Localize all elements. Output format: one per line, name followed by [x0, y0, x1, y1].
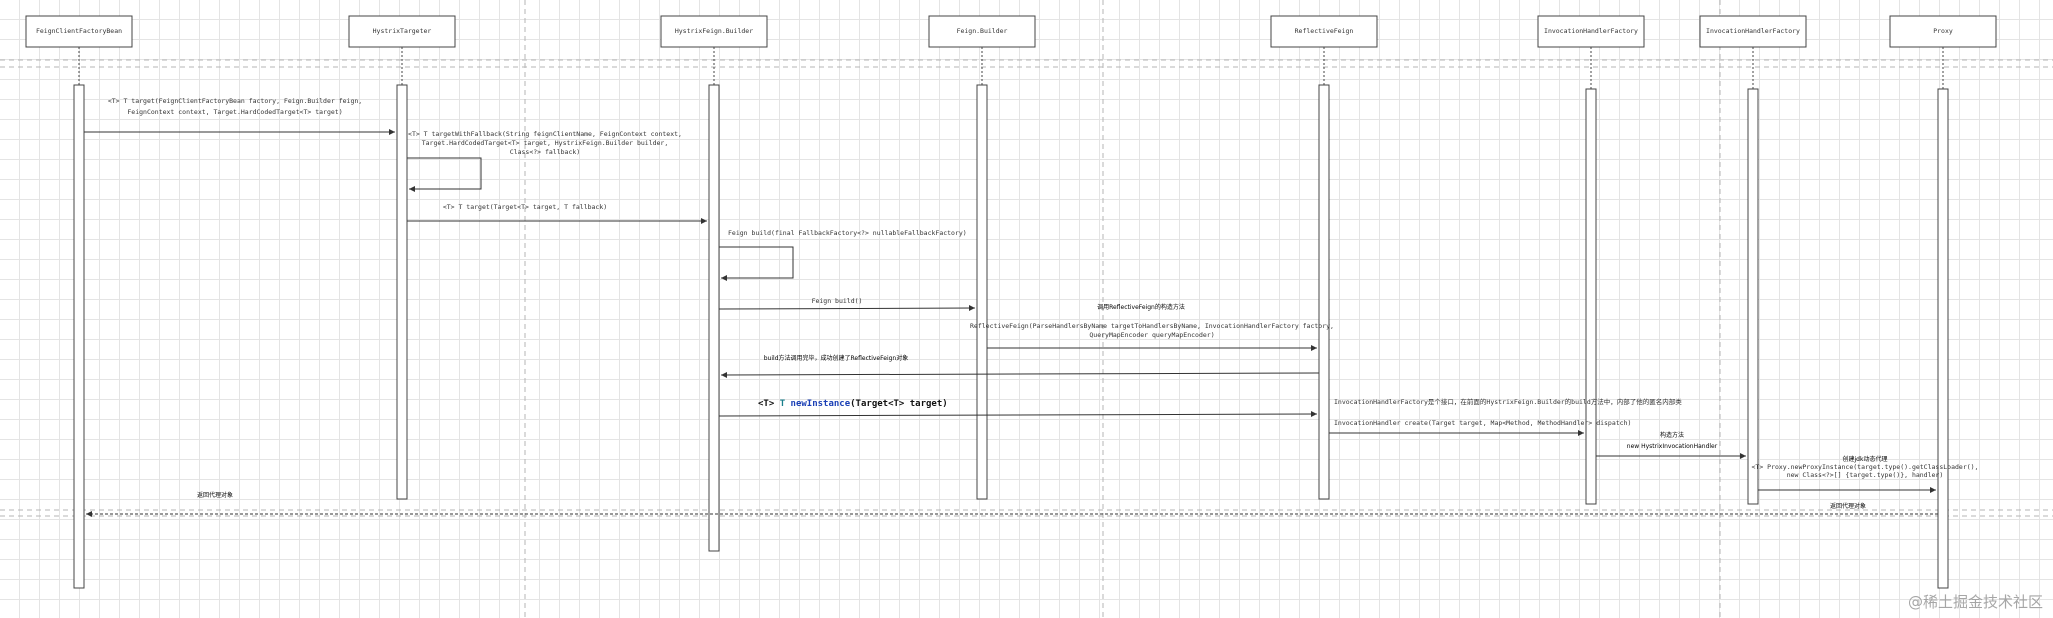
message-label: 构造方法: [1660, 431, 1684, 439]
message-label: Feign build(): [812, 297, 863, 305]
participant-invocation-handler-factory-2: InvocationHandlerFactory: [1699, 15, 1807, 48]
watermark-text: @稀土掘金技术社区: [1907, 593, 2043, 611]
activation-hystrix-targeter: [396, 84, 408, 500]
participant-label: InvocationHandlerFactory: [1706, 27, 1800, 35]
message-reflective-feign-constructor: 调用ReflectiveFeign的构造方法 ReflectiveFeign(P…: [970, 303, 1334, 351]
activation-hystrix-feign-builder: [708, 84, 720, 552]
message-target-with-fallback: <T> T targetWithFallback(String feignCli…: [407, 130, 682, 192]
message-label: <T> Proxy.newProxyInstance(target.type()…: [1752, 463, 1979, 471]
participant-label: Feign.Builder: [957, 27, 1008, 35]
activation-bars: [73, 84, 1949, 589]
message-label: new Class<?>[] {target.type()}, handler): [1787, 471, 1944, 479]
lifelines: [78, 47, 1944, 89]
participant-label: Proxy: [1933, 27, 1953, 35]
message-label: <T> T targetWithFallback(String feignCli…: [408, 130, 682, 138]
message-build-complete: build方法调用完毕，成功创建了ReflectiveFeign对象: [720, 354, 1320, 378]
activation-invocation-handler-factory-2: [1747, 88, 1759, 505]
method-name: newInstance: [791, 399, 851, 409]
participant-hystrix-targeter: HystrixTargeter: [348, 15, 456, 48]
participant-hystrix-feign-builder: HystrixFeign.Builder: [660, 15, 768, 48]
activation-feign-client-factory-bean: [73, 84, 85, 589]
return-type: T: [780, 399, 791, 409]
message-label: build方法调用完毕，成功创建了ReflectiveFeign对象: [764, 354, 908, 362]
activation-proxy: [1937, 88, 1949, 589]
method-args: (Target<T> target): [850, 399, 948, 409]
activation-feign-builder: [976, 84, 988, 500]
activation-reflective-feign: [1318, 84, 1330, 500]
message-label: Target.HardCodedTarget<T> target, Hystri…: [422, 139, 669, 147]
participant-reflective-feign: ReflectiveFeign: [1270, 15, 1378, 48]
participant-feign-client-factory-bean: FeignClientFactoryBean: [25, 15, 133, 48]
message-label: <T> T target(FeignClientFactoryBean fact…: [108, 97, 362, 105]
message-note: InvocationHandlerFactory是个接口，在前面的Hystrix…: [1334, 397, 1682, 406]
participant-label: FeignClientFactoryBean: [36, 27, 122, 35]
message-label: 创建jdk动态代理: [1843, 455, 1888, 463]
message-new-proxy-instance: 创建jdk动态代理 <T> Proxy.newProxyInstance(tar…: [1752, 455, 1979, 493]
participant-label: HystrixFeign.Builder: [675, 27, 753, 35]
message-target-fallback: <T> T target(Target<T> target, T fallbac…: [407, 203, 707, 224]
message-label: FeignContext context, Target.HardCodedTa…: [127, 108, 342, 116]
participant-proxy: Proxy: [1889, 15, 1997, 48]
activation-invocation-handler-factory-1: [1585, 88, 1597, 505]
message-new-hystrix-invocation-handler: 构造方法 new HystrixInvocationHandler: [1596, 431, 1746, 459]
message-return-proxy-1: 返回代理对象: [1830, 502, 1866, 510]
message-return-proxy-2: 返回代理对象: [86, 491, 1938, 517]
participant-label: InvocationHandlerFactory: [1544, 27, 1638, 35]
message-note: 调用ReflectiveFeign的构造方法: [1097, 303, 1185, 311]
message-target-call: <T> T target(FeignClientFactoryBean fact…: [84, 97, 395, 135]
participant-feign-builder: Feign.Builder: [928, 15, 1036, 48]
message-label: <T> T newInstance(Target<T> target): [758, 399, 948, 409]
message-label: new HystrixInvocationHandler: [1627, 443, 1718, 450]
message-label: Class<?> fallback): [510, 148, 580, 156]
message-label: <T> T target(Target<T> target, T fallbac…: [443, 203, 607, 211]
message-label: Feign build(final FallbackFactory<?> nul…: [728, 229, 967, 237]
participant-invocation-handler-factory-1: InvocationHandlerFactory: [1537, 15, 1645, 48]
message-label: 返回代理对象: [1830, 502, 1866, 510]
message-feign-build: Feign build(): [718, 297, 976, 312]
message-build-with-fallback-factory: Feign build(final FallbackFactory<?> nul…: [719, 229, 967, 281]
message-new-instance: <T> T newInstance(Target<T> target): [718, 399, 1318, 418]
participant-label: HystrixTargeter: [373, 27, 432, 35]
message-invocation-handler-create: InvocationHandlerFactory是个接口，在前面的Hystrix…: [1329, 397, 1682, 436]
generic-prefix: <T>: [758, 399, 780, 409]
message-label: 返回代理对象: [197, 491, 233, 499]
message-label: QueryMapEncoder queryMapEncoder): [1089, 331, 1214, 339]
message-label: InvocationHandler create(Target target, …: [1334, 419, 1631, 427]
message-label: ReflectiveFeign(ParseHandlersByName targ…: [970, 322, 1334, 330]
participant-label: ReflectiveFeign: [1295, 27, 1354, 35]
